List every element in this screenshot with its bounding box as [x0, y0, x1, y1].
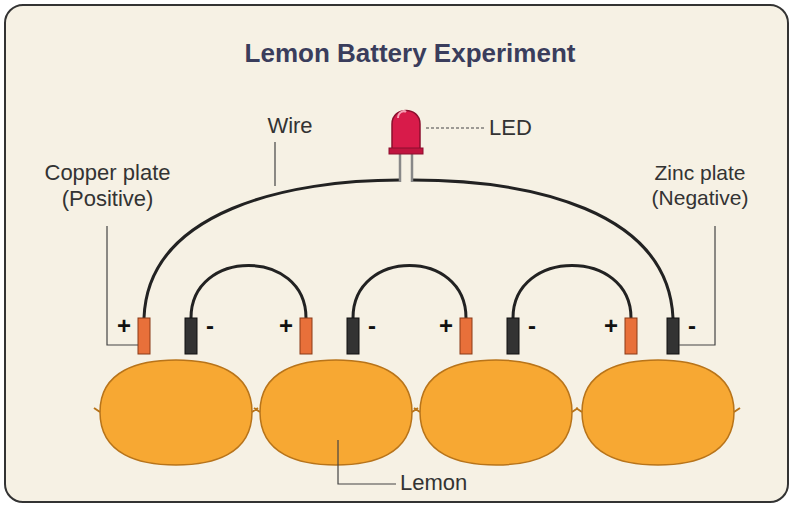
led-leg: [399, 150, 402, 182]
wires: [144, 180, 673, 318]
wire: [412, 180, 673, 318]
sign-positive: +: [114, 312, 134, 341]
sign-negative: -: [362, 312, 382, 341]
zinc-plate-label: Zinc plate (Negative): [620, 160, 780, 210]
leader-line: [426, 127, 484, 128]
sign-negative: -: [200, 312, 220, 341]
electrodes: [138, 318, 679, 354]
copper-plate: [460, 318, 472, 354]
copper-plate-label: Copper plate (Positive): [20, 160, 195, 213]
leader-lines: [107, 128, 715, 484]
copper-plate: [625, 318, 637, 354]
leader-line: [338, 440, 396, 484]
led-body: [392, 111, 420, 153]
zinc-plate: [507, 318, 519, 354]
led: [389, 111, 423, 183]
led-leg: [411, 150, 414, 182]
wire-label: Wire: [250, 113, 330, 139]
wire: [191, 266, 306, 319]
lemon: [582, 360, 734, 465]
diagram-title: Lemon Battery Experiment: [150, 38, 670, 69]
sign-positive: +: [601, 312, 621, 341]
lemon-tip: [94, 408, 740, 412]
zinc-plate: [667, 318, 679, 354]
lemon-label: Lemon: [400, 470, 500, 496]
frame: [5, 5, 788, 502]
sign-negative: -: [682, 312, 702, 341]
copper-plate: [300, 318, 312, 354]
leader-line: [274, 142, 275, 186]
led-label: LED: [489, 115, 559, 141]
leader-line: [107, 226, 138, 345]
led-rim: [389, 148, 423, 154]
leader-line: [679, 226, 715, 345]
sign-negative: -: [522, 312, 542, 341]
zinc-plate: [347, 318, 359, 354]
lemon: [260, 360, 412, 465]
copper-plate: [138, 318, 150, 354]
lemon: [100, 360, 252, 465]
lemon: [420, 360, 572, 465]
sign-positive: +: [436, 312, 456, 341]
wire: [513, 266, 631, 319]
wire: [353, 266, 466, 319]
lemons: [94, 360, 740, 465]
sign-positive: +: [276, 312, 296, 341]
led-highlight: [398, 111, 406, 118]
zinc-plate: [185, 318, 197, 354]
wire: [144, 180, 400, 318]
